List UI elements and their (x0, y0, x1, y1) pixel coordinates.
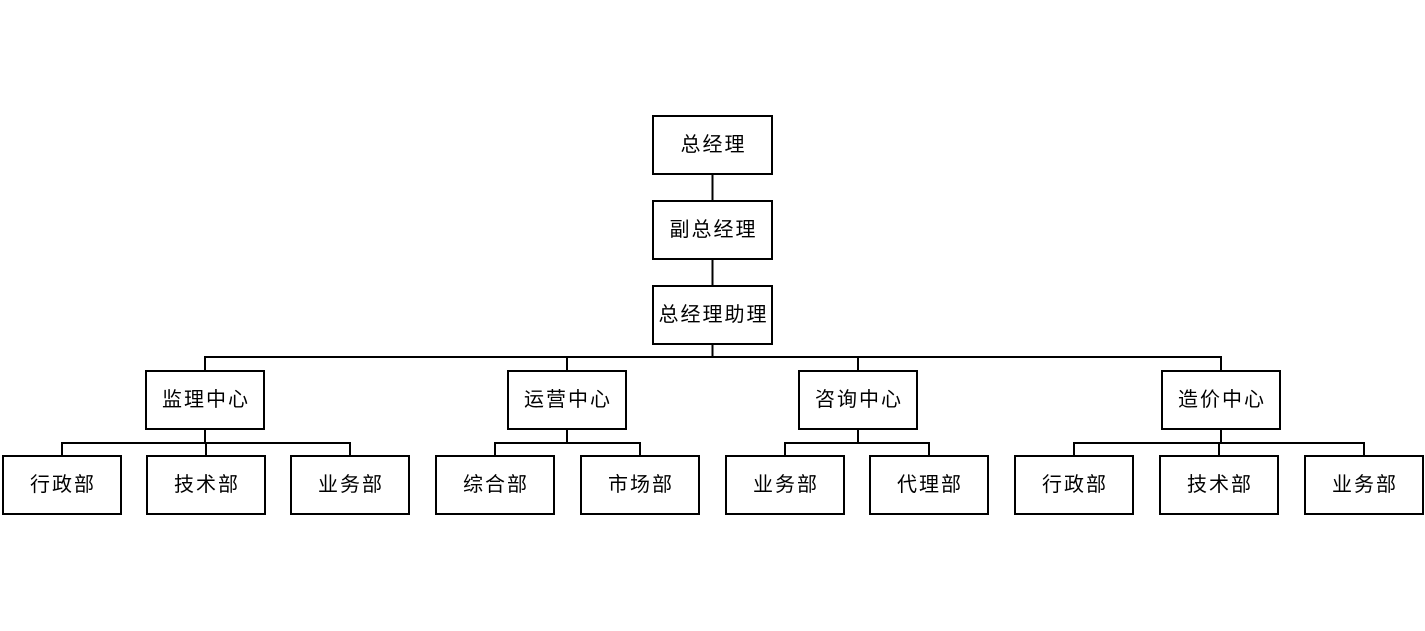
node-center-operations: 运营中心 (507, 370, 627, 430)
node-deputy-general-manager: 副总经理 (652, 200, 773, 260)
node-dept-cost-tech: 技术部 (1159, 455, 1279, 515)
node-dept-consulting-agency: 代理部 (869, 455, 989, 515)
node-dept-supervision-tech: 技术部 (146, 455, 266, 515)
node-dept-supervision-business: 业务部 (290, 455, 410, 515)
node-dept-cost-admin: 行政部 (1014, 455, 1134, 515)
node-center-cost: 造价中心 (1161, 370, 1281, 430)
node-general-manager: 总经理 (652, 115, 773, 175)
node-dept-consulting-business: 业务部 (725, 455, 845, 515)
node-dept-supervision-admin: 行政部 (2, 455, 122, 515)
node-center-consulting: 咨询中心 (798, 370, 918, 430)
node-dept-operations-market: 市场部 (580, 455, 700, 515)
node-dept-cost-business: 业务部 (1304, 455, 1424, 515)
node-gm-assistant: 总经理助理 (652, 285, 773, 345)
node-center-supervision: 监理中心 (145, 370, 265, 430)
node-dept-operations-general: 综合部 (435, 455, 555, 515)
